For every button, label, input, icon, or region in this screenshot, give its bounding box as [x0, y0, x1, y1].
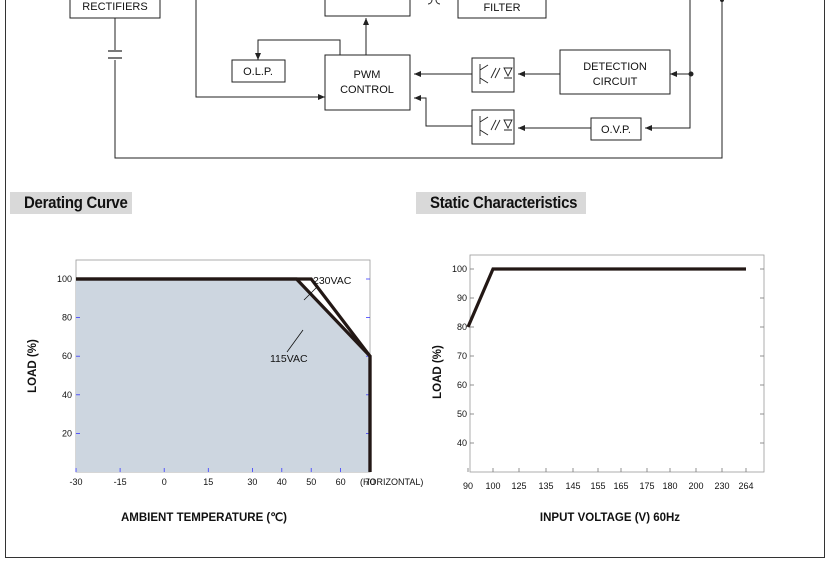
static-characteristics-header: Static Characteristics — [416, 192, 586, 214]
block-diagram: RECTIFIERS FILTER O.L.P. PWM CONTROL DET… — [69, 0, 724, 159]
filter-box — [457, 0, 547, 19]
filter-label: FILTER — [483, 2, 520, 14]
ovp-box — [590, 117, 642, 141]
detection-label-1: DETECTION — [583, 61, 647, 73]
olp-label: O.L.P. — [243, 66, 273, 78]
detection-box — [559, 49, 671, 95]
ovp-label: O.V.P. — [601, 124, 631, 136]
datasheet-frame — [5, 0, 825, 558]
pwm-label-1: PWM — [354, 69, 381, 81]
pwm-box — [324, 54, 411, 111]
static-characteristics-title: Static Characteristics — [430, 193, 578, 212]
rectifiers-label: RECTIFIERS — [82, 1, 147, 13]
optocoupler-2 — [471, 109, 515, 145]
switching-box — [324, 0, 411, 17]
pwm-label-2: CONTROL — [340, 84, 394, 96]
detection-label-2: CIRCUIT — [593, 76, 638, 88]
derating-curve-title: Derating Curve — [24, 193, 128, 212]
derating-curve-header: Derating Curve — [10, 192, 132, 214]
optocoupler-1 — [471, 57, 515, 93]
